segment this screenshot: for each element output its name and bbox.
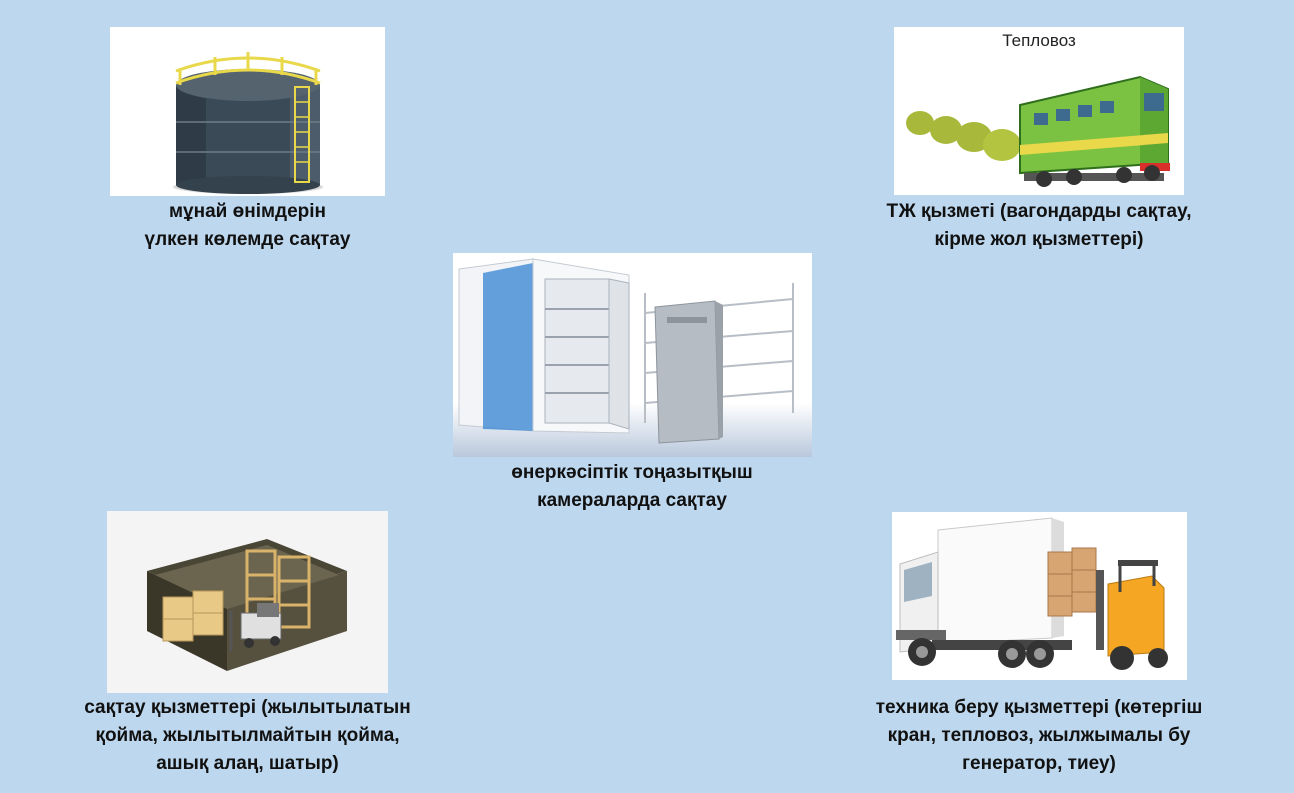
locomotive-label: Тепловоз — [1002, 31, 1076, 50]
cold-room-image — [453, 253, 812, 457]
caption-line: кірме жол қызметтері) — [934, 229, 1144, 250]
caption-line: техника беру қызметтері (көтергіш — [875, 697, 1203, 718]
caption-line: өнеркәсіптік тоңазытқыш — [511, 462, 753, 483]
caption-line: үлкен көлемде сақтау — [144, 229, 351, 250]
cold-storage-caption: өнеркәсіптік тоңазытқыш камераларда сақт… — [432, 459, 832, 515]
locomotive-image: Тепловоз — [894, 27, 1184, 195]
caption-line: генератор, тиеу) — [962, 753, 1116, 774]
truck-forklift-image — [892, 512, 1187, 680]
oil-tank-image — [110, 27, 385, 196]
warehouse-services-caption: сақтау қызметтері (жылытылатын қойма, жы… — [35, 694, 460, 778]
warehouse-icon — [107, 511, 388, 693]
rail-service-caption: ТЖ қызметі (вагондарды сақтау, кірме жол… — [829, 198, 1249, 254]
caption-line: сақтау қызметтері (жылытылатын — [84, 697, 411, 718]
equipment-services-caption: техника беру қызметтері (көтергіш кран, … — [829, 694, 1249, 778]
caption-line: ашық алаң, шатыр) — [156, 753, 339, 774]
cold-room-icon — [453, 258, 812, 457]
caption-line: ТЖ қызметі (вагондарды сақтау, — [886, 201, 1192, 222]
oil-storage-caption: мұнай өнімдерін үлкен көлемде сақтау — [60, 198, 435, 254]
caption-line: кран, тепловоз, жылжымалы бу — [887, 725, 1191, 746]
truck-forklift-icon — [896, 517, 1168, 670]
locomotive-icon — [906, 75, 1170, 187]
caption-line: камераларда сақтау — [537, 490, 727, 511]
caption-line: қойма, жылытылмайтын қойма, — [95, 725, 400, 746]
warehouse-image — [107, 511, 388, 693]
oil-tank-icon — [173, 52, 323, 194]
caption-line: мұнай өнімдерін — [168, 201, 327, 222]
